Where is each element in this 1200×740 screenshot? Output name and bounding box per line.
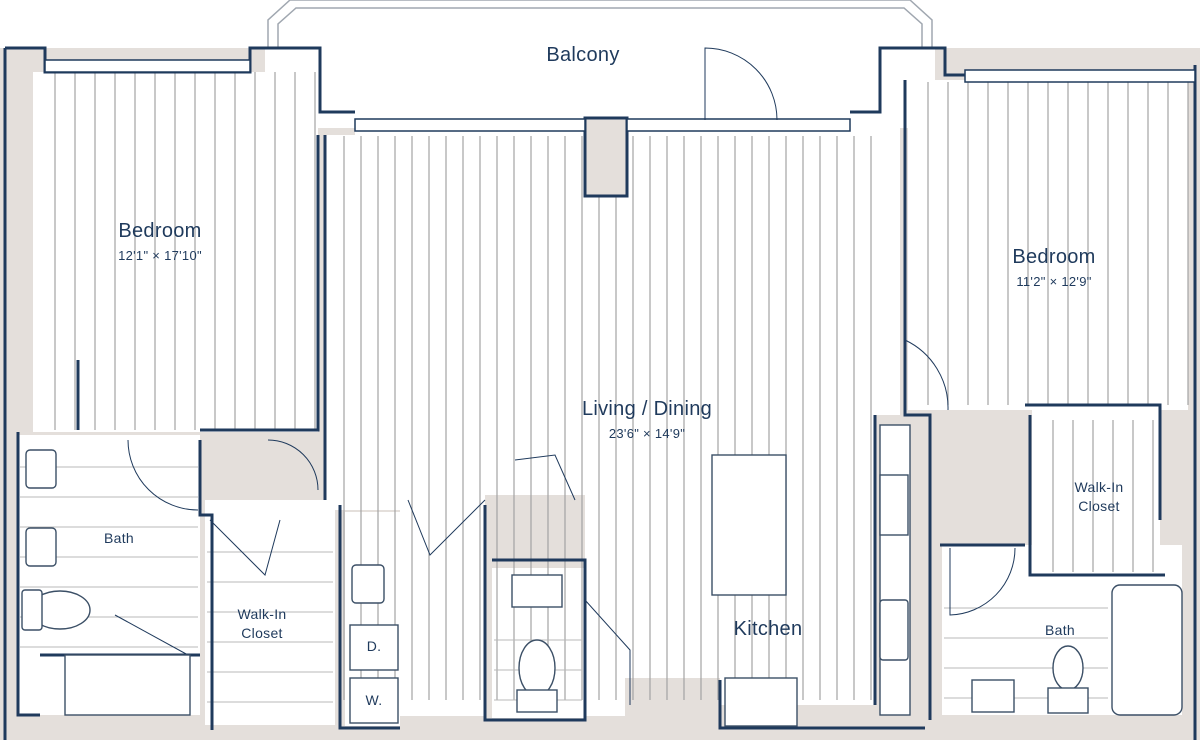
plank-lines xyxy=(54,72,1189,700)
dryer-label: D. xyxy=(366,638,382,654)
powder-toilet xyxy=(518,639,556,697)
bath-left-label: Bath xyxy=(104,530,134,546)
kitchen-label: Kitchen xyxy=(733,618,803,640)
bedroom-right-dims: 11'2" × 12'9" xyxy=(1016,274,1092,289)
sink-left-1 xyxy=(25,449,57,489)
tub-right xyxy=(1111,584,1183,716)
balcony-area xyxy=(265,0,935,128)
washer-unit xyxy=(349,677,399,724)
sink-right xyxy=(971,679,1015,713)
closet-left-label: Walk-In Closet xyxy=(237,605,286,643)
fridge xyxy=(724,677,798,727)
living-label: Living / Dining xyxy=(581,398,713,420)
tub-left xyxy=(64,654,191,716)
living-dims: 23'6" × 14'9" xyxy=(608,426,686,441)
bath-right-label: Bath xyxy=(1045,622,1075,638)
fixtures xyxy=(21,424,1183,727)
bedroom-left-label: Bedroom xyxy=(118,220,202,242)
powder-sink xyxy=(511,574,563,608)
dryer-unit xyxy=(349,624,399,671)
closet-right-line1: Walk-In xyxy=(1074,479,1124,495)
balcony-label: Balcony xyxy=(546,44,620,66)
closet-left-line1: Walk-In xyxy=(237,606,287,622)
closet-right-label: Walk-In Closet xyxy=(1074,478,1123,516)
kitchen-counter xyxy=(879,424,911,716)
bedroom-left-dims: 12'1" × 17'10" xyxy=(118,248,202,263)
washer-label: W. xyxy=(365,692,383,708)
laundry-sink xyxy=(351,564,385,604)
bedroom-left-floor-2 xyxy=(78,330,318,430)
range xyxy=(879,474,909,536)
closet-right-line2: Closet xyxy=(1078,498,1120,514)
windows xyxy=(44,59,1196,132)
bedroom-right-label: Bedroom xyxy=(1012,246,1096,268)
kitchen-island xyxy=(711,454,787,596)
kitchen-sink xyxy=(879,599,909,661)
sink-left-2 xyxy=(25,527,57,567)
toilet-right xyxy=(1052,645,1084,691)
interior-walls xyxy=(3,46,1197,740)
closet-left-line2: Closet xyxy=(241,625,283,641)
door-swings xyxy=(114,47,1016,705)
